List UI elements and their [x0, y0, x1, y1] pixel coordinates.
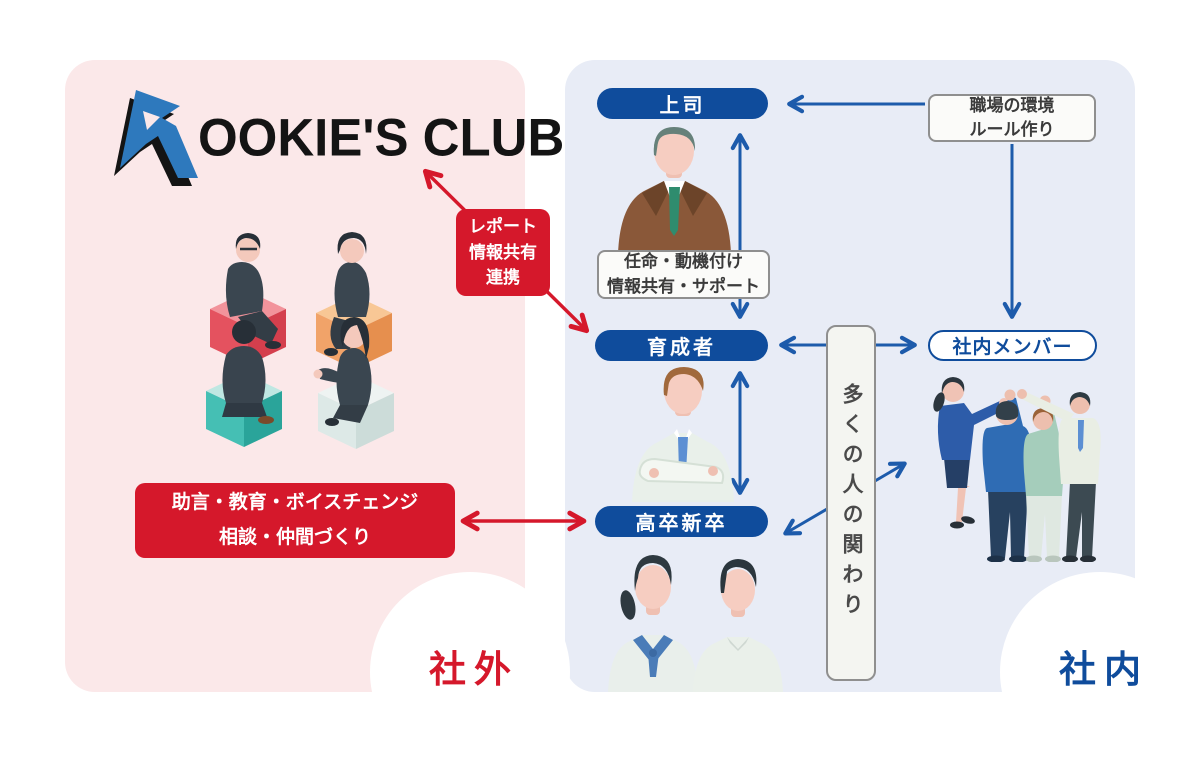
mentor-pill: 育成者	[595, 330, 768, 361]
advice-line2: 相談・仲間づくり	[218, 526, 371, 548]
report-line3: 連携	[486, 268, 520, 288]
meeting-people-illustration	[206, 232, 394, 449]
internal-corner-circle: 社内	[1000, 572, 1200, 760]
boss-person-illustration	[618, 127, 731, 254]
advice-line1: 助言・教育・ボイスチェンジ	[171, 492, 419, 514]
logo-r-icon	[114, 90, 198, 186]
internal-label: 社内	[1059, 649, 1149, 690]
appointment-line2: 情報共有・サポート	[607, 276, 760, 296]
graduates-pill: 高卒新卒	[595, 506, 768, 537]
report-callout-box: レポート 情報共有 連携	[456, 209, 550, 296]
involvement-box: 多くの人の関わり	[826, 325, 876, 681]
new-graduates-illustration	[608, 555, 783, 692]
workplace-rules-line2: ルール作り	[969, 120, 1055, 139]
team-highfive-illustration	[933, 377, 1101, 562]
advice-callout-box: 助言・教育・ボイスチェンジ 相談・仲間づくり	[135, 483, 455, 558]
mentor-person-illustration	[632, 367, 734, 502]
appointment-support-box: 任命・動機付け 情報共有・サポート	[597, 250, 770, 299]
appointment-line1: 任命・動機付け	[624, 252, 743, 272]
workplace-rules-box: 職場の環境 ルール作り	[928, 94, 1096, 142]
boss-pill: 上司	[597, 88, 768, 119]
report-line1: レポート	[469, 216, 537, 236]
report-line2: 情報共有	[469, 242, 537, 262]
external-label: 社外	[429, 649, 519, 690]
members-pill: 社内メンバー	[928, 330, 1097, 361]
rookies-club-logo: OOKIE'S CLUB	[106, 86, 564, 186]
involvement-text: 多くの人の関わり	[840, 383, 863, 623]
logo-text: OOKIE'S CLUB	[198, 107, 565, 168]
external-corner-circle: 社外	[370, 572, 570, 760]
workplace-rules-line1: 職場の環境	[969, 95, 1055, 115]
